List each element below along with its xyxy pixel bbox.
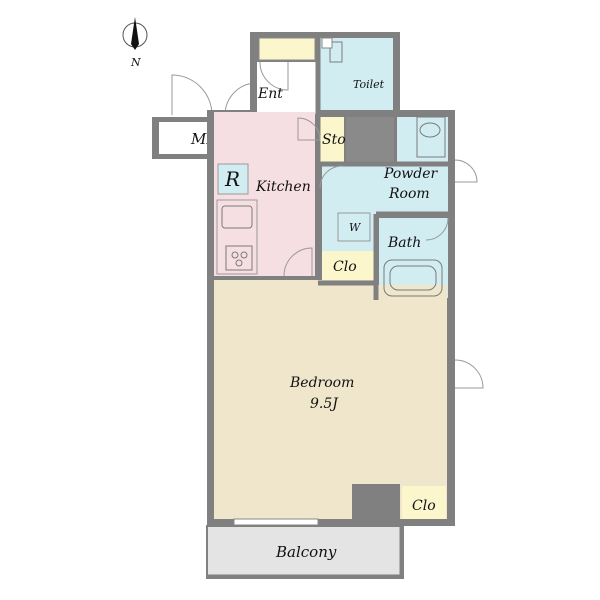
closet-2-label: Clo [412,498,436,514]
partitions [315,34,452,300]
storage-label: Sto [322,132,346,148]
compass-label: N [130,56,141,69]
closet-1-floor [322,251,374,281]
powder-room-floor [322,166,448,214]
compass-needle-icon [131,17,139,50]
entrance-door-swing-left [171,74,213,116]
shoe-cabinet [258,37,316,61]
powder-room-label-line1: Powder [383,166,439,182]
bedroom-floor [214,285,447,519]
compass: N [122,17,148,69]
entrance-label: Ent [257,86,283,102]
toilet-floor [320,38,393,110]
closet-1-label: Clo [333,259,357,275]
kitchen-sink-icon [221,205,253,229]
bathtub-icon [383,259,443,297]
closet-2-floor [402,486,446,519]
entrance-floor [257,62,317,114]
fixtures [216,37,446,526]
washbasin-icon [419,122,441,138]
refrigerator-label: R [224,167,240,191]
balcony-label: Balcony [275,543,337,561]
window-bedroom [233,518,319,526]
bath-label: Bath [387,235,421,251]
stove-icon [225,245,253,271]
room-labels: Ent Toilet Sto R Kitchen Powder Room W B… [224,78,439,514]
balcony: Balcony [206,525,404,579]
bedroom-label-line1: Bedroom [289,375,354,391]
washer-box [337,212,371,242]
kitchen-label: Kitchen [255,179,311,195]
powder-room-label-line2: Room [388,186,430,202]
toilet-label: Toilet [353,78,385,91]
door-swings [259,61,484,389]
bedroom-label-line2: 9.5J [310,396,339,412]
storage-floor [320,117,344,162]
washer-label: W [349,221,362,234]
refrigerator-box [217,163,249,195]
